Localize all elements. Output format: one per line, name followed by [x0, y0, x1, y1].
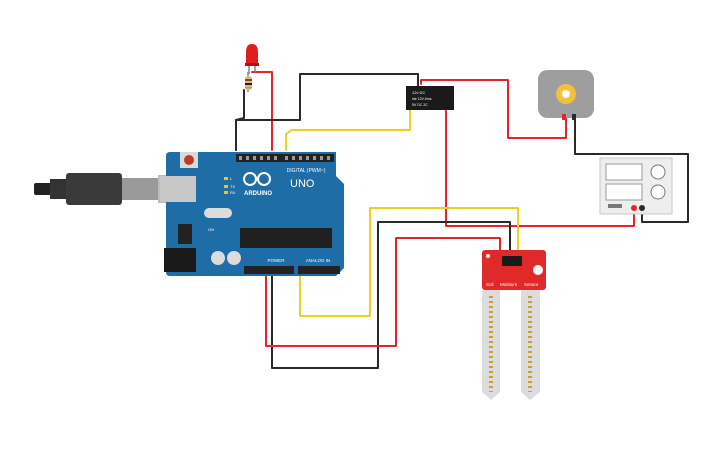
power-supply-icon[interactable] [599, 157, 673, 215]
sensor-label-soil: Soil [486, 282, 494, 287]
led-icon[interactable] [245, 44, 259, 74]
power-jack [164, 248, 196, 272]
dc-motor-icon[interactable] [538, 70, 594, 120]
atmega-chip [240, 228, 332, 248]
relay-label-3: 5V DC 2C [412, 103, 428, 107]
arduino-logo-icon [243, 172, 271, 186]
board-digital-label: DIGITAL (PWM~) [287, 168, 326, 174]
board-on-label: ON [208, 227, 214, 232]
wire-gnd-sensor[interactable] [271, 221, 511, 369]
board-power-label: POWER [267, 258, 285, 263]
wire-led-red[interactable] [251, 71, 273, 151]
crystal [204, 208, 232, 218]
status-led-l [224, 177, 228, 180]
usb-jack [160, 176, 196, 202]
relay-module[interactable]: 12v DC ide 12V-0ms 5V DC 2C [406, 86, 454, 110]
arduino-uno-board[interactable]: DIGITAL (PWM~) ARDUINO UNO POWER ANALOG … [160, 152, 344, 276]
wire-relay-motor[interactable] [420, 79, 567, 139]
wire-analog-sensor[interactable] [299, 207, 519, 317]
soil-moisture-sensor[interactable]: Soil Moisture Sensor [482, 250, 546, 400]
board-tx-label: TX [230, 184, 235, 189]
capacitor-2 [227, 251, 241, 265]
regulator [178, 224, 192, 244]
supply-display-bottom [605, 183, 643, 201]
supply-terminal-black[interactable] [639, 205, 645, 211]
analog-header[interactable] [298, 266, 340, 274]
resistor-icon[interactable] [245, 72, 252, 92]
status-led-rx [224, 191, 228, 194]
relay-label-1: 12v DC [412, 90, 425, 95]
wire-signal-relay[interactable] [285, 109, 411, 151]
supply-knob-bottom[interactable] [650, 184, 666, 200]
supply-display-top [605, 163, 643, 181]
capacitor-1 [211, 251, 225, 265]
supply-terminal-red[interactable] [631, 205, 637, 211]
wire-5v-sensor[interactable] [265, 237, 501, 347]
wires [235, 71, 689, 369]
supply-knob-top[interactable] [650, 164, 666, 180]
board-l-label: L [230, 176, 233, 181]
board-analog-label: ANALOG IN [306, 258, 331, 263]
sensor-label-moisture: Moisture [500, 282, 518, 287]
board-model-label: UNO [290, 178, 315, 190]
board-rx-label: RX [230, 190, 236, 195]
usb-cable-icon [34, 173, 170, 205]
status-led-tx [224, 185, 228, 188]
power-header[interactable] [244, 266, 294, 274]
sensor-label-sensor: Sensor [524, 282, 539, 287]
relay-label-2: ide 12V-0ms [412, 97, 432, 101]
board-brand-label: ARDUINO [244, 191, 272, 197]
wire-gnd-relay[interactable] [235, 73, 419, 151]
wire-motor-supply[interactable] [574, 117, 689, 223]
